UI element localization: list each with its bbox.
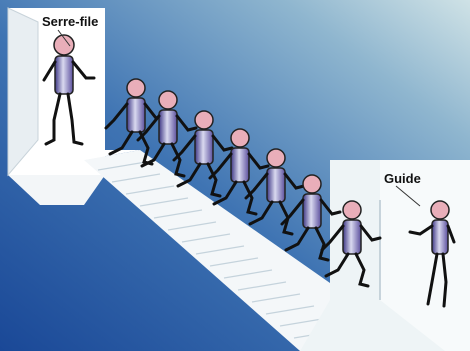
guide-label: Guide <box>384 171 421 186</box>
serre-file-label: Serre-file <box>42 14 98 29</box>
